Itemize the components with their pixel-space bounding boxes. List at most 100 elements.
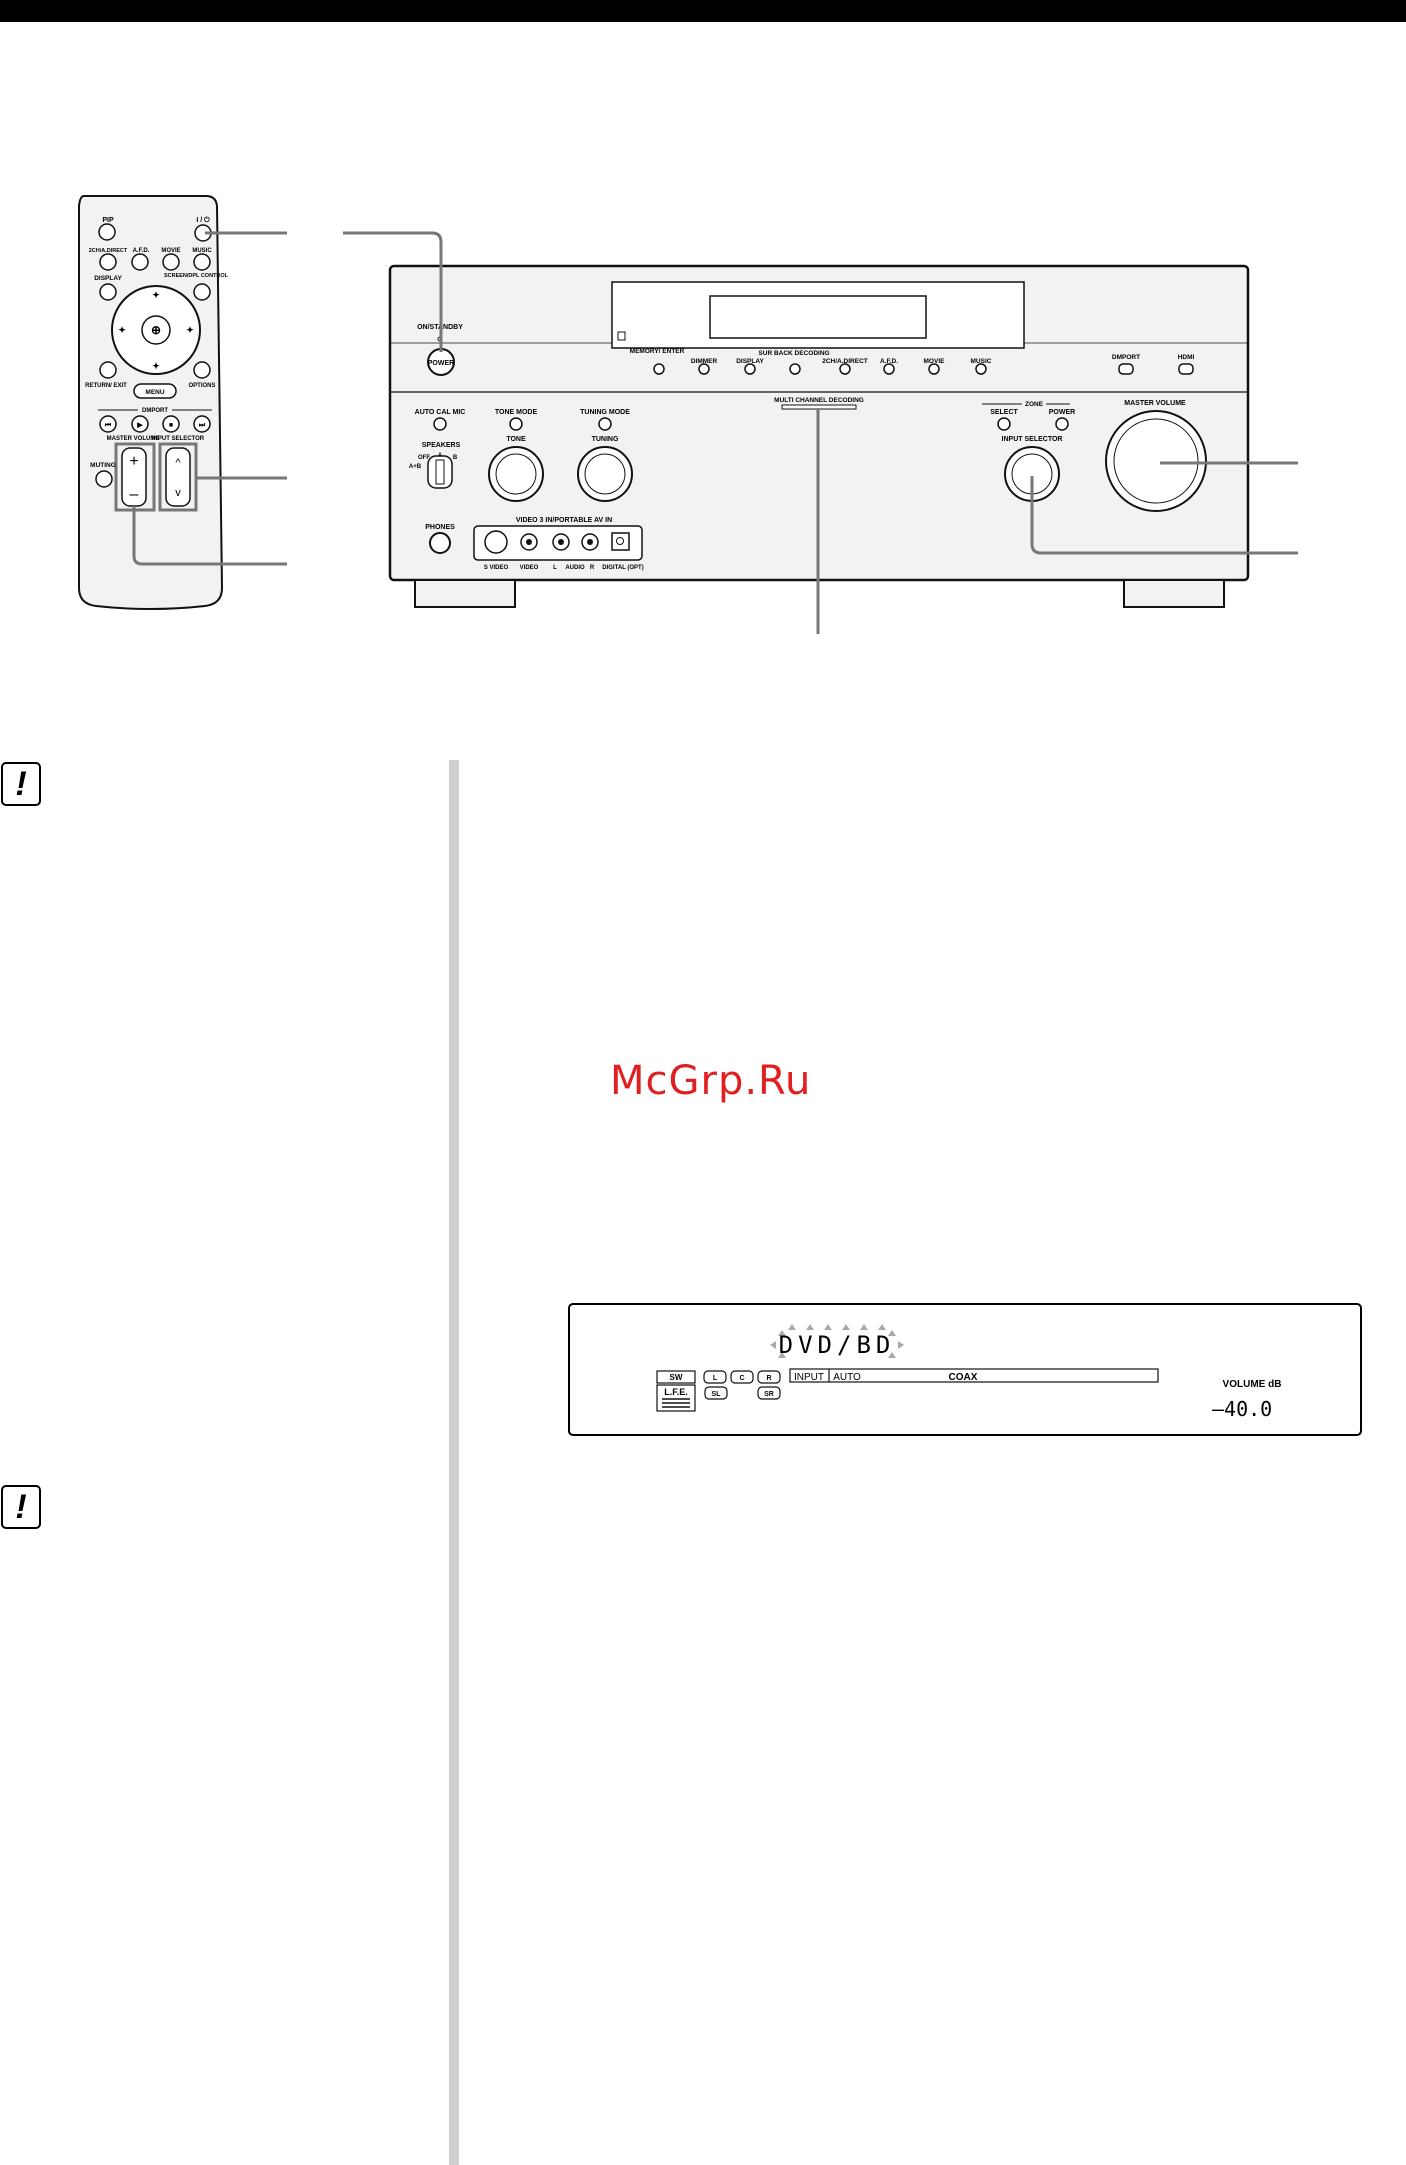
lcd-channel-sw: SW xyxy=(670,1373,683,1382)
remote-movie-label: MOVIE xyxy=(161,248,180,254)
remote-return-label: RETURN/ EXIT xyxy=(85,383,127,389)
receiver-tone-knob[interactable] xyxy=(488,446,544,502)
remote-music-label: MUSIC xyxy=(192,248,212,254)
remote-menu-button[interactable] xyxy=(133,383,177,399)
receiver-memory-enter-button[interactable] xyxy=(653,363,665,375)
remote-play-button[interactable] xyxy=(131,415,149,433)
note-icon-glyph: ! xyxy=(15,1488,27,1526)
remote-dpad-right-icon[interactable]: ✦ xyxy=(186,325,194,335)
receiver-sur-back-label: SUR BACK DECODING xyxy=(758,350,829,357)
remote-play-icon: ▶ xyxy=(136,422,143,429)
remote-display-label: DISPLAY xyxy=(94,275,122,282)
receiver-display-button[interactable] xyxy=(744,363,756,375)
receiver-master-volume-label: MASTER VOLUME xyxy=(1124,400,1186,407)
remote-prev-button[interactable] xyxy=(99,415,117,433)
receiver-dimmer-button[interactable] xyxy=(698,363,710,375)
remote-menu-label: MENU xyxy=(145,389,164,396)
receiver-audio-l-label: L xyxy=(553,565,557,571)
receiver-auto-cal-mic-jack[interactable] xyxy=(433,417,447,431)
lcd-channel-r: R xyxy=(766,1375,771,1382)
receiver-zone-select-label: SELECT xyxy=(990,409,1018,416)
receiver-multi-channel-label: MULTI CHANNEL DECODING xyxy=(774,397,864,404)
receiver-speakers-b-label: B xyxy=(453,455,458,461)
remote-dpad-down-icon[interactable]: ✦ xyxy=(152,361,160,371)
receiver-phones-label: PHONES xyxy=(425,524,455,531)
receiver-tuning-mode-label: TUNING MODE xyxy=(580,409,630,416)
receiver-video3-label: VIDEO 3 IN/PORTABLE AV IN xyxy=(516,517,612,524)
remote-screen-dpl-label: SCREEN/DPL CONTROL xyxy=(164,273,229,279)
remote-afd-button[interactable] xyxy=(131,253,149,271)
remote-stop-icon: ■ xyxy=(169,422,173,429)
remote-return-button[interactable] xyxy=(99,361,117,379)
receiver-audio-label: AUDIO xyxy=(565,565,585,571)
lcd-display-content: DVD/BD SW L.F.E. L C R SL SR INPUT AUTO … xyxy=(656,1324,1282,1421)
receiver-tone-mode-label: TONE MODE xyxy=(495,409,538,416)
remote-prev-icon: ⏮ xyxy=(105,422,112,429)
receiver-2ch-button[interactable] xyxy=(839,363,851,375)
remote-input-rocker[interactable] xyxy=(165,447,191,507)
receiver-tone-label: TONE xyxy=(506,436,526,443)
receiver-memory-enter-label: MEMORY/ ENTER xyxy=(630,348,685,355)
remote-afd-label: A.F.D. xyxy=(133,248,150,254)
receiver-master-volume-knob[interactable] xyxy=(1105,410,1207,512)
remote-dmport-label: DMPORT xyxy=(142,408,168,414)
remote-enter-button[interactable] xyxy=(141,315,171,345)
receiver-tuning-mode-button[interactable] xyxy=(598,417,612,431)
receiver-speakers-label: SPEAKERS xyxy=(422,442,461,449)
remote-dpad-up-icon[interactable]: ✦ xyxy=(152,290,160,300)
remote-muting-button[interactable] xyxy=(95,470,113,488)
receiver-zone-power-button[interactable] xyxy=(1055,417,1069,431)
receiver-phones-jack[interactable] xyxy=(429,532,451,554)
receiver-svideo-label: S VIDEO xyxy=(484,565,509,571)
remote-input-selector-label: INPUT SELECTOR xyxy=(152,436,205,442)
remote-input-down-icon: v xyxy=(175,487,181,499)
remote-stop-button[interactable] xyxy=(162,415,180,433)
remote-callouts xyxy=(132,231,287,566)
remote-power-symbol: I / ⏻ xyxy=(196,216,210,224)
receiver-video-label: VIDEO xyxy=(520,565,539,571)
receiver-music-button[interactable] xyxy=(975,363,987,375)
receiver-movie-button[interactable] xyxy=(928,363,940,375)
receiver-movie-label: MOVIE xyxy=(924,358,946,365)
flashing-indicator-icon xyxy=(770,1324,904,1358)
remote-display-button[interactable] xyxy=(99,283,117,301)
lcd-volume-value: –40.0 xyxy=(1212,1397,1272,1421)
receiver-zone-select-button[interactable] xyxy=(997,417,1011,431)
lcd-input-tag: INPUT xyxy=(794,1372,824,1383)
remote-music-button[interactable] xyxy=(193,253,211,271)
remote-volume-plus: + xyxy=(129,453,138,470)
lcd-display-panel: DVD/BD SW L.F.E. L C R SL SR INPUT AUTO … xyxy=(568,1303,1362,1436)
receiver-callouts xyxy=(343,231,1298,634)
receiver-tone-mode-button[interactable] xyxy=(509,417,523,431)
receiver-tuning-label: TUNING xyxy=(592,436,619,443)
receiver-optical-jack[interactable] xyxy=(611,532,630,551)
remote-2ch-button[interactable] xyxy=(99,253,117,271)
remote-enter-icon: ⊕ xyxy=(151,323,161,337)
remote-screen-dpl-button[interactable] xyxy=(193,283,211,301)
receiver-display-label: DISPLAY xyxy=(736,358,764,365)
remote-options-button[interactable] xyxy=(193,361,211,379)
receiver-2ch-label: 2CH/A.DIRECT xyxy=(822,358,868,365)
lcd-lfe-label: L.F.E. xyxy=(664,1387,688,1397)
remote-next-icon: ⏭ xyxy=(199,422,206,429)
receiver-afd-button[interactable] xyxy=(883,363,895,375)
remote-input-up-icon: ^ xyxy=(175,457,181,469)
receiver-tuning-knob[interactable] xyxy=(577,446,633,502)
remote-next-button[interactable] xyxy=(193,415,211,433)
receiver-dimmer-label: DIMMER xyxy=(691,358,718,365)
top-black-bar xyxy=(0,0,1406,22)
remote-dpad-left-icon[interactable]: ✦ xyxy=(118,325,126,335)
remote-pip-button[interactable] xyxy=(98,223,116,241)
remote-options-label: OPTIONS xyxy=(188,383,215,389)
receiver-hdmi-label: HDMI xyxy=(1178,354,1195,361)
note-icon-bottom: ! xyxy=(1,1485,41,1529)
receiver-and-remote-illustration: PIP I / ⏻ 2CH/A.DIRECT A.F.D. MOVIE MUSI… xyxy=(78,195,1298,634)
receiver-zone-label: ZONE xyxy=(1025,401,1044,408)
receiver-svideo-jack[interactable] xyxy=(484,530,508,554)
receiver-hdmi-indicator xyxy=(1178,363,1194,375)
receiver-speakers-off-label: OFF xyxy=(418,455,430,461)
lcd-volume-label: VOLUME dB xyxy=(1223,1379,1282,1390)
receiver-sur-back-button[interactable] xyxy=(789,363,801,375)
remote-control: PIP I / ⏻ 2CH/A.DIRECT A.F.D. MOVIE MUSI… xyxy=(78,195,229,610)
remote-movie-button[interactable] xyxy=(162,253,180,271)
